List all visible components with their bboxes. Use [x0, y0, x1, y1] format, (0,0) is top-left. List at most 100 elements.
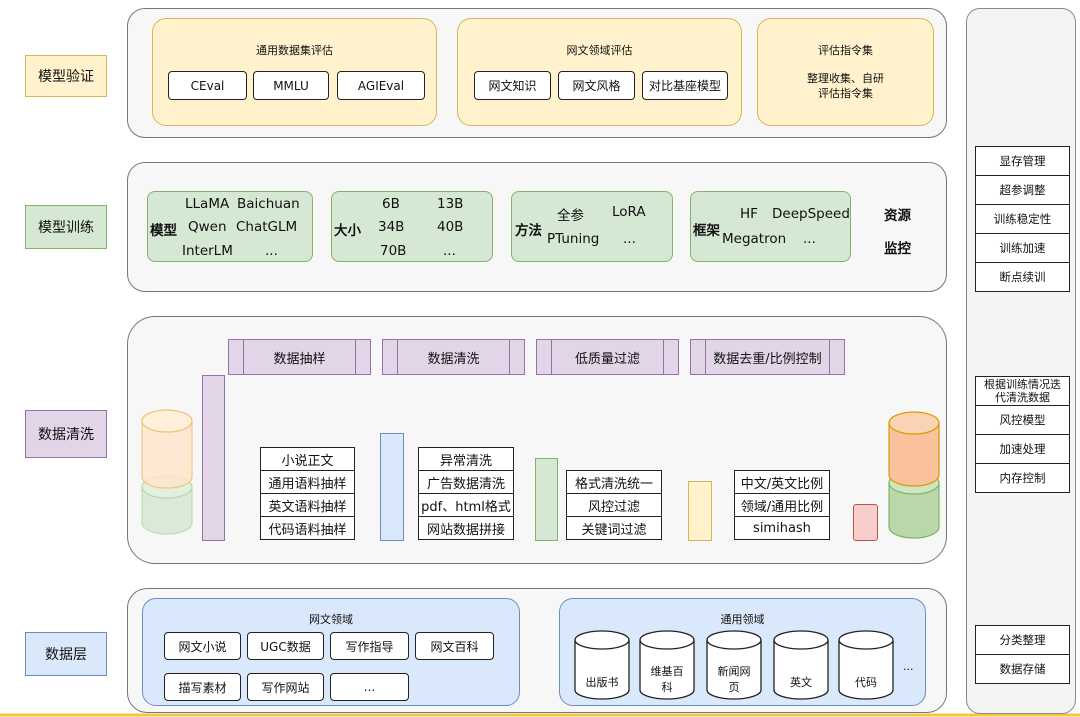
stage-pillar-cleaning [380, 433, 404, 541]
general-data-item: 代码 [855, 676, 877, 689]
resource-monitor-line2: 监控 [884, 241, 911, 257]
web-data-item: 网文小说 [164, 632, 241, 660]
right-item: 训练稳定性 [975, 204, 1070, 234]
web-domain-title: 网文领域 [309, 613, 353, 626]
stage-pillar-lowquality [535, 458, 558, 541]
general-data-more: ... [903, 660, 914, 673]
col4-cell: 中文/英文比例 [734, 470, 830, 494]
eval-item-agieval: AGIEval [337, 71, 425, 100]
right-item: 训练加速 [975, 233, 1070, 263]
web-data-item: UGC数据 [247, 632, 324, 660]
col3-cell: 格式清洗统一 [566, 470, 662, 494]
right-item: 加速处理 [975, 434, 1070, 464]
step-label-lowquality: 低质量过滤 [574, 351, 640, 367]
train-framework-hf: HF [740, 206, 758, 222]
train-size-40b: 40B [437, 219, 464, 235]
train-model-more: ... [265, 243, 278, 259]
layer-label-training: 模型训练 [25, 205, 107, 249]
eval-item-mmlu: MMLU [253, 71, 329, 100]
web-data-item: ... [330, 673, 409, 701]
col1-cell: 代码语料抽样 [260, 516, 355, 540]
stage-pillar-sampling [202, 375, 225, 541]
train-size-70b: 70B [380, 243, 407, 259]
right-item: 断点续训 [975, 262, 1070, 292]
train-model-interlm: InterLM [182, 243, 233, 259]
col3-cell: 关键词过滤 [566, 516, 662, 540]
general-data-item: 英文 [790, 676, 812, 689]
cleaned-data-cylinder [888, 411, 940, 539]
general-data-cylinders [574, 630, 894, 700]
instr-eval-desc-2: 评估指令集 [818, 87, 873, 100]
resource-monitor-line1: 资源 [884, 208, 911, 224]
train-model-llama: LLaMA [185, 196, 230, 212]
col2-cell: 广告数据清洗 [418, 470, 514, 494]
source-data-cylinder [141, 409, 193, 535]
general-data-item: 维基百科 [650, 665, 684, 694]
right-support-panel [966, 8, 1076, 714]
step-bar-sampling: 数据抽样 [228, 339, 371, 375]
eval-item-compare-base: 对比基座模型 [642, 71, 728, 100]
step-bar-cleaning: 数据清洗 [382, 339, 525, 375]
train-framework-label: 框架 [693, 223, 720, 239]
col4-cell: 领域/通用比例 [734, 493, 830, 517]
web-data-item: 写作网站 [247, 673, 324, 701]
step-label-cleaning: 数据清洗 [427, 351, 480, 367]
train-framework-megatron: Megatron [722, 231, 787, 247]
col1-cell: 小说正文 [260, 447, 355, 471]
train-size-13b: 13B [437, 196, 464, 212]
instr-eval-title: 评估指令集 [818, 44, 873, 57]
instr-eval-desc-1: 整理收集、自研 [807, 72, 884, 85]
instr-eval-group [757, 18, 934, 126]
step-bar-lowquality: 低质量过滤 [536, 339, 679, 375]
train-size-more: ... [443, 243, 456, 259]
right-item: 超参调整 [975, 175, 1070, 205]
eval-item-ceval: CEval [168, 71, 247, 100]
train-model-baichuan: Baichuan [237, 196, 300, 212]
train-method-label: 方法 [515, 223, 542, 239]
eval-item-web-style: 网文风格 [558, 71, 635, 100]
col2-cell: 异常清洗 [418, 447, 514, 471]
train-model-label: 模型 [150, 223, 177, 239]
web-data-item: 写作指导 [330, 632, 409, 660]
general-data-item: 新闻网页 [717, 665, 751, 694]
eval-item-web-knowledge: 网文知识 [474, 71, 551, 100]
train-size-group [331, 191, 493, 262]
train-method-ptuning: PTuning [547, 231, 600, 247]
col1-cell: 通用语料抽样 [260, 470, 355, 494]
stage-pillar-output [853, 504, 878, 541]
stage-pillar-dedup [688, 481, 712, 541]
train-model-chatglm: ChatGLM [236, 219, 298, 235]
right-item: 分类整理 [975, 625, 1070, 655]
right-item: 内存控制 [975, 463, 1070, 493]
step-label-sampling: 数据抽样 [273, 351, 326, 367]
train-framework-more: ... [803, 231, 816, 247]
right-item: 风控模型 [975, 405, 1070, 435]
general-eval-title: 通用数据集评估 [256, 44, 333, 57]
general-domain-title: 通用领域 [720, 613, 765, 626]
cylinder-shapes [574, 630, 894, 700]
general-data-item: 出版书 [585, 676, 619, 689]
col2-cell: 网站数据拼接 [418, 516, 514, 540]
col1-cell: 英文语料抽样 [260, 493, 355, 517]
web-data-item: 描写素材 [164, 673, 241, 701]
train-framework-group [690, 191, 851, 262]
right-item: 显存管理 [975, 146, 1070, 176]
layer-label-data: 数据层 [25, 632, 107, 676]
col3-cell: 风控过滤 [566, 493, 662, 517]
train-size-34b: 34B [378, 219, 405, 235]
web-eval-title: 网文领域评估 [566, 44, 633, 57]
web-data-item: 网文百科 [415, 632, 494, 660]
layer-label-cleaning: 数据清洗 [25, 410, 107, 458]
right-item: 数据存储 [975, 654, 1070, 684]
train-model-group [147, 191, 313, 262]
train-method-group [511, 191, 673, 262]
col2-cell: pdf、html格式 [418, 493, 514, 517]
train-size-6b: 6B [382, 196, 400, 212]
train-size-label: 大小 [334, 223, 361, 239]
col4-cell: simihash [734, 516, 830, 540]
train-method-lora: LoRA [612, 204, 646, 220]
train-method-full: 全参 [557, 208, 584, 224]
train-framework-deepspeed: DeepSpeed [772, 206, 850, 222]
step-label-dedup: 数据去重/比例控制 [713, 351, 822, 367]
